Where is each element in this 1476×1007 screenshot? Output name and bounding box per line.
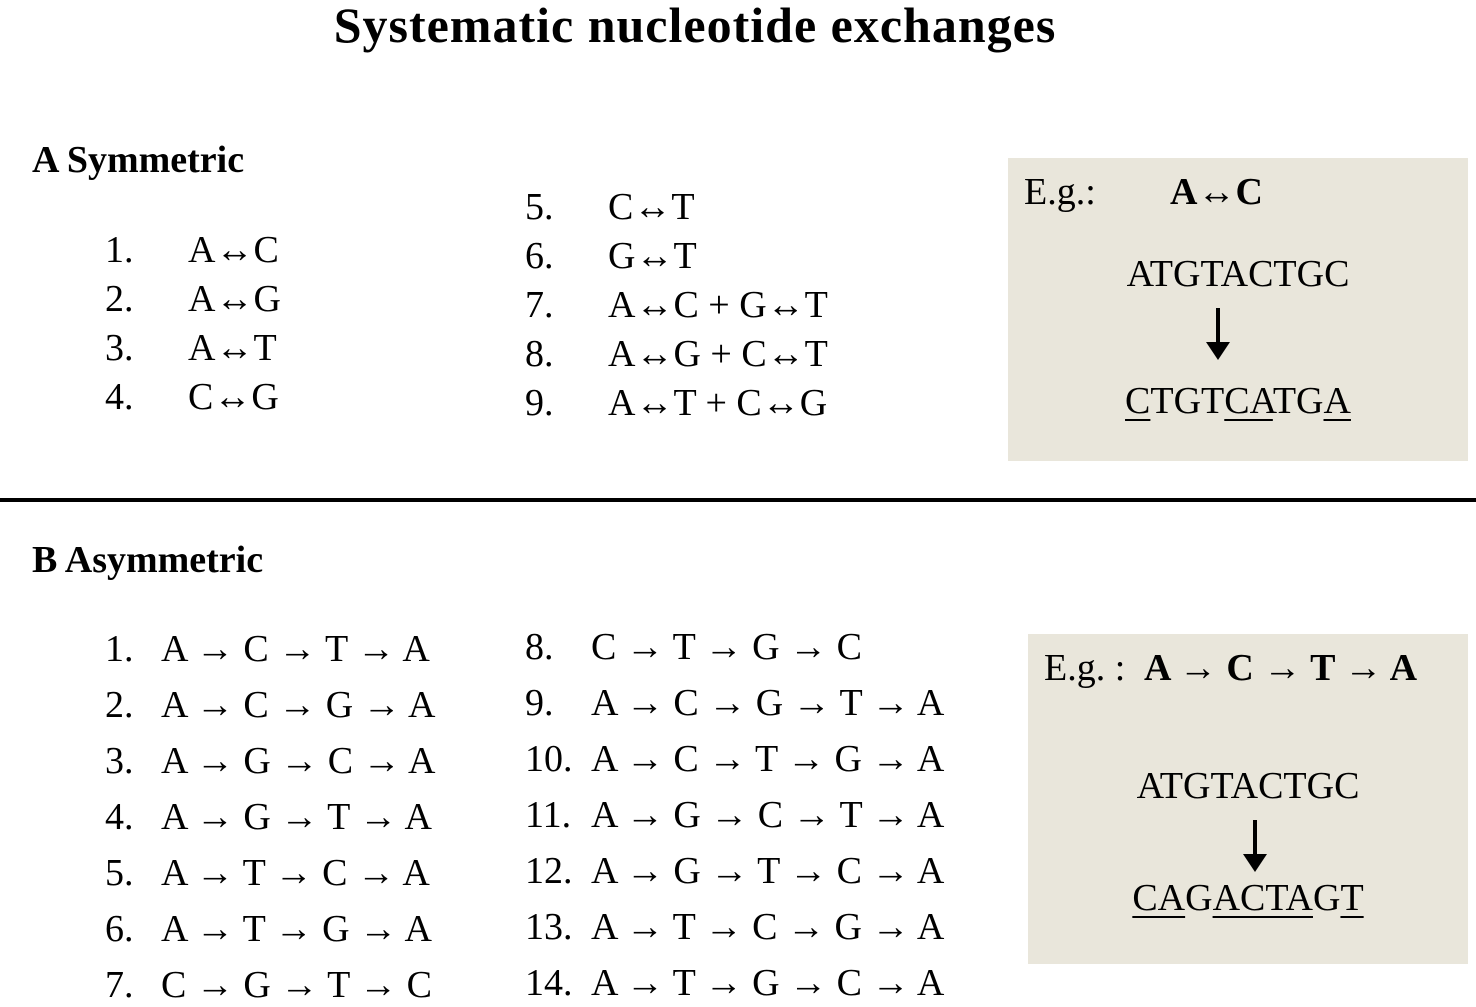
changed-bases: T (1340, 877, 1364, 919)
item-text: A → C → G → A (161, 684, 436, 726)
item-number: 10. (525, 738, 573, 780)
unchanged-bases: G (1185, 877, 1213, 919)
item-number: 9. (525, 682, 554, 724)
arrow-head-icon (1243, 854, 1267, 872)
asymmetric-example-box: E.g. : A → C → T → A ATGTACTGC CAGACTAGT (1028, 634, 1468, 964)
item-number: 4. (105, 796, 134, 838)
item-text: C → T → G → C (591, 626, 862, 668)
item-text: A → C → T → A (161, 628, 430, 670)
item-number: 5. (105, 852, 134, 894)
item-number: 7. (525, 284, 554, 326)
changed-bases: A (1323, 380, 1351, 422)
section-b-heading: B Asymmetric (32, 539, 264, 581)
item-number: 6. (105, 908, 134, 950)
item-number: 2. (105, 684, 134, 726)
item-number: 14. (525, 962, 573, 1004)
item-number: 12. (525, 850, 573, 892)
unchanged-bases: G (1312, 877, 1341, 919)
item-text: C → G → T → C (161, 964, 432, 1006)
example-label: E.g. : (1044, 647, 1126, 689)
unchanged-bases: TG (1272, 380, 1324, 422)
changed-bases: CA (1132, 877, 1186, 919)
page-title: Systematic nucleotide exchanges (333, 0, 1057, 53)
section-a-heading: A Symmetric (32, 139, 245, 181)
item-text: A → T → C → G → A (591, 906, 945, 948)
changed-bases: CA (1224, 380, 1273, 422)
arrow-down-icon (1216, 308, 1220, 344)
arrow-down-icon (1253, 820, 1257, 856)
item-text: A↔T (188, 327, 277, 369)
changed-bases: C (1125, 380, 1151, 422)
item-number: 2. (105, 278, 134, 320)
item-text: A → G → T → A (161, 796, 432, 838)
item-number: 8. (525, 626, 554, 668)
example-rule: A → C → T → A (1144, 647, 1418, 689)
item-number: 9. (525, 382, 554, 424)
item-number: 3. (105, 327, 134, 369)
item-text: A → T → G → C → A (591, 962, 945, 1004)
item-number: 7. (105, 964, 134, 1006)
example-rule: A↔C (1170, 171, 1263, 213)
original-sequence: ATGTACTGC (1136, 765, 1360, 807)
item-text: C↔G (188, 376, 279, 418)
item-text: A↔T + C↔G (608, 382, 828, 424)
item-number: 1. (105, 229, 134, 271)
item-text: A↔C (188, 229, 279, 271)
example-label: E.g.: (1024, 171, 1096, 213)
item-text: A → G → C → T → A (591, 794, 945, 836)
mutated-sequence: CTGTCATGA (1008, 379, 1468, 423)
item-text: A → C → G → T → A (591, 682, 945, 724)
item-number: 3. (105, 740, 134, 782)
mutated-sequence: CAGACTAGT (1028, 876, 1468, 920)
item-text: G↔T (608, 235, 697, 277)
section-divider (0, 498, 1476, 502)
item-text: A → G → T → C → A (591, 850, 945, 892)
symmetric-example-box: E.g.: A↔C ATGTACTGC CTGTCATGA (1008, 158, 1468, 461)
item-number: 4. (105, 376, 134, 418)
arrow-head-icon (1206, 342, 1230, 360)
item-number: 8. (525, 333, 554, 375)
item-text: C↔T (608, 186, 695, 228)
item-text: A → T → C → A (161, 852, 430, 894)
changed-bases: ACTA (1212, 877, 1313, 919)
item-number: 11. (525, 794, 572, 836)
item-number: 6. (525, 235, 554, 277)
item-text: A↔G (188, 278, 281, 320)
item-text: A → T → G → A (161, 908, 432, 950)
original-sequence: ATGTACTGC (1126, 253, 1350, 295)
unchanged-bases: TGT (1150, 380, 1225, 422)
item-text: A↔C + G↔T (608, 284, 828, 326)
item-text: A → G → C → A (161, 740, 436, 782)
item-text: A → C → T → G → A (591, 738, 945, 780)
item-number: 13. (525, 906, 573, 948)
item-text: A↔G + C↔T (608, 333, 828, 375)
item-number: 1. (105, 628, 134, 670)
item-number: 5. (525, 186, 554, 228)
